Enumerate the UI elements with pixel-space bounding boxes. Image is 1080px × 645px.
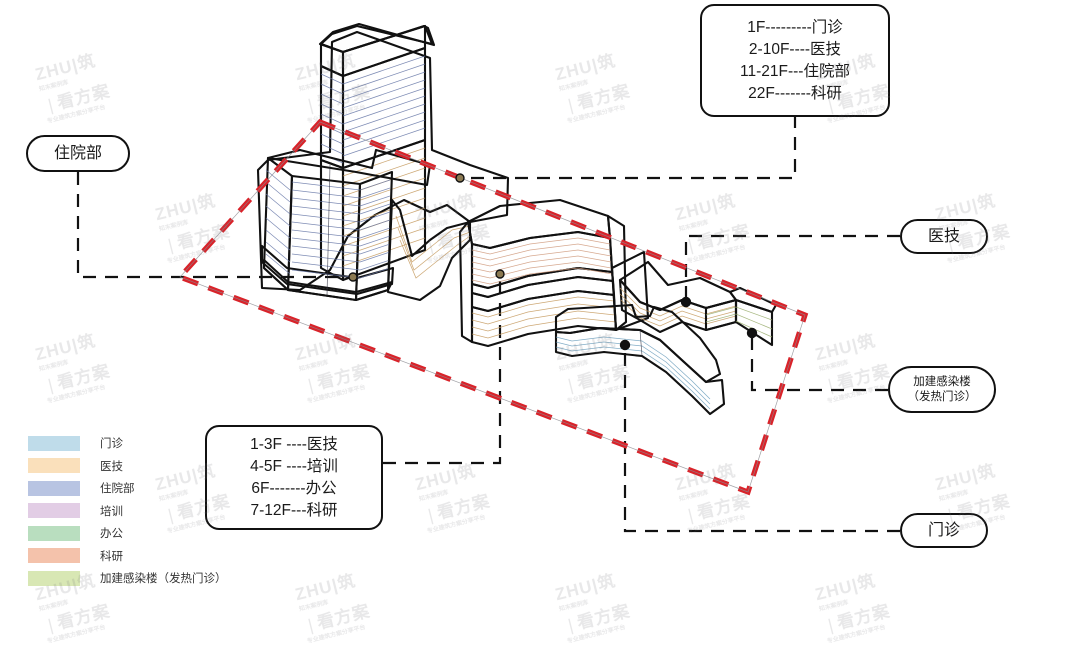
label-text: 加建感染楼: [913, 375, 971, 388]
leader-infection: [750, 332, 888, 392]
legend-swatch-research: [28, 548, 80, 564]
anchor-dot-inpatient: [348, 272, 358, 282]
inpatient-roof-seam: [326, 164, 331, 297]
callout-row: 1-3F ----医技: [250, 435, 338, 453]
inpatient-base-band: [260, 244, 395, 296]
tower-roof-plate: [318, 22, 436, 54]
research-base-floorlines: [471, 296, 617, 339]
label-text: 住院部: [53, 145, 102, 162]
anchor-dot-medtech: [680, 296, 692, 308]
callout-row: 6F-------办公: [251, 479, 337, 497]
label-infection: 加建感染楼 （发热门诊）: [888, 366, 996, 413]
legend-label: 办公: [100, 528, 123, 541]
label-medtech: 医技: [900, 219, 988, 254]
anchor-dot-tower: [455, 173, 465, 183]
legend-item: 科研: [28, 545, 227, 568]
diagram-stage: 1F---------门诊 2-10F----医技 11-21F---住院部 2…: [26, 4, 1012, 645]
inpatient-floorlines: [291, 179, 391, 279]
building-outpatient: [554, 303, 726, 416]
site-boundary-layer: [175, 118, 809, 496]
legend-item: 加建感染楼（发热门诊）: [28, 567, 227, 590]
legend-swatch-office: [28, 525, 80, 541]
legend-swatch-medtech: [28, 458, 80, 474]
legend-label: 门诊: [100, 438, 123, 451]
building-model-layer: [256, 22, 778, 416]
callout-row: 2-10F----医技: [748, 40, 842, 58]
callout-row: 4-5F ----培训: [250, 457, 338, 475]
outpatient-seam: [639, 329, 643, 357]
callout-midblock-program: 1-3F ----医技 4-5F ----培训 6F-------办公 7-12…: [205, 425, 383, 530]
legend: 门诊 医技 住院部 培训 办公 科研 加建感染楼（发热门诊）: [28, 432, 227, 590]
legend-swatch-outpatient: [28, 435, 80, 451]
anchor-dots-layer: [348, 173, 758, 351]
legend-item: 门诊: [28, 432, 227, 455]
anchor-dot-outpatient: [619, 339, 631, 351]
building-main-tower: [318, 22, 436, 282]
callout-row: 1F---------门诊: [747, 18, 843, 36]
leader-medtech: [684, 234, 900, 301]
callout-row: 22F-------科研: [748, 84, 842, 102]
label-text: 医技: [927, 228, 960, 245]
legend-swatch-infection: [28, 570, 80, 586]
research-left-cap: [458, 220, 474, 344]
legend-swatch-training: [28, 503, 80, 519]
legend-swatch-inpatient: [28, 480, 80, 496]
callout-tower-program: 1F---------门诊 2-10F----医技 11-21F---住院部 2…: [700, 4, 890, 117]
anchor-dot-midblock: [495, 269, 505, 279]
label-text: （发热门诊）: [907, 390, 977, 403]
legend-item: 培训: [28, 500, 227, 523]
legend-label: 住院部: [100, 483, 135, 496]
outpatient-floorlines: [555, 336, 711, 410]
anchor-dot-infection: [746, 327, 758, 339]
legend-label: 医技: [100, 460, 123, 473]
label-outpatient: 门诊: [900, 513, 988, 548]
research-right-cap: [606, 214, 628, 332]
outpatient-body: [554, 326, 726, 416]
legend-item: 住院部: [28, 477, 227, 500]
legend-item: 办公: [28, 522, 227, 545]
callout-row: 11-21F---住院部: [740, 62, 850, 80]
legend-item: 医技: [28, 455, 227, 478]
leader-outpatient: [623, 344, 900, 533]
legend-label: 科研: [100, 550, 123, 563]
legend-label: 培训: [100, 505, 123, 518]
corridor-connector: [610, 250, 650, 332]
label-inpatient: 住院部: [26, 135, 130, 172]
infection-side-face: [704, 298, 738, 332]
site-boundary-hairline: [179, 121, 806, 493]
tower-floorlines-inpatient: [342, 55, 426, 157]
inpatient-left-floorlines: [265, 169, 291, 275]
legend-label: 加建感染楼（发热门诊）: [100, 573, 227, 586]
callout-row: 7-12F---科研: [250, 501, 338, 519]
research-floorlines: [471, 237, 613, 285]
leader-midblock-program: [383, 272, 502, 465]
label-text: 门诊: [927, 522, 960, 539]
